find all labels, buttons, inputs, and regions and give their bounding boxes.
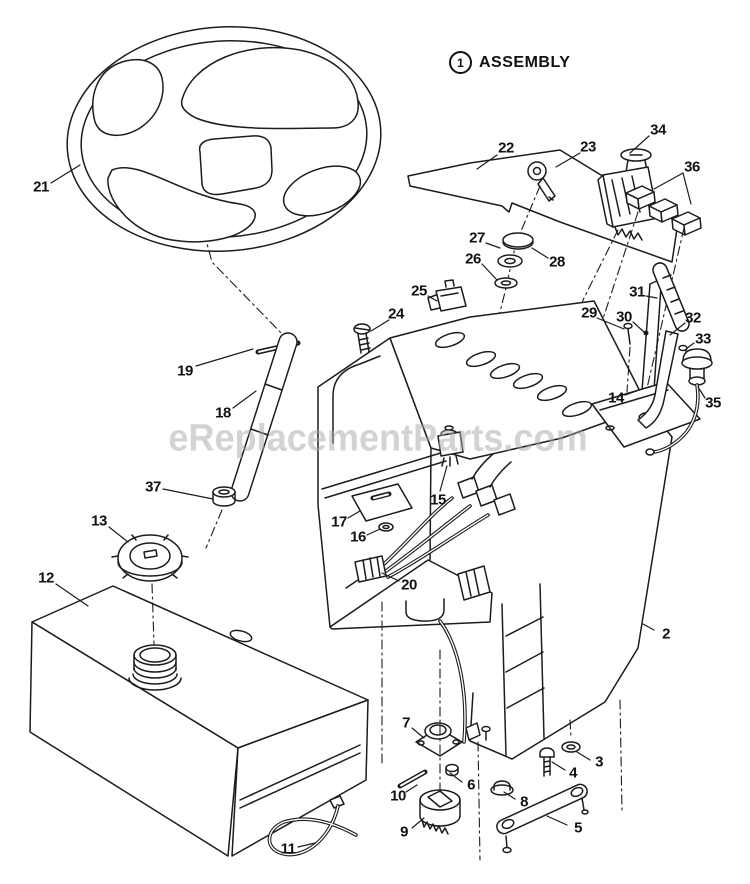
wiring-harness	[345, 453, 516, 601]
assembly-title-text: ASSEMBLY	[479, 53, 571, 71]
rocker-switches	[576, 185, 702, 415]
choke-cable	[645, 348, 713, 456]
roll-pin-10	[397, 769, 428, 789]
part-label-33: 33	[695, 330, 711, 348]
washer-3	[561, 719, 581, 753]
part-label-4: 4	[569, 764, 577, 782]
part-label-17: 17	[331, 513, 347, 531]
part-label-31: 31	[629, 283, 645, 301]
assembly-number-badge: 1	[449, 51, 472, 74]
part-label-21: 21	[33, 178, 49, 196]
part-label-16: 16	[350, 528, 366, 546]
part-label-26: 26	[465, 250, 481, 268]
washer-stack	[494, 232, 534, 289]
fuel-tank	[29, 585, 369, 857]
part-label-7: 7	[402, 714, 410, 732]
steering-column-axis	[198, 213, 287, 339]
part-label-9: 9	[400, 823, 408, 841]
flange-nut-8	[490, 780, 514, 796]
part-label-12: 12	[38, 569, 54, 587]
part-label-5: 5	[574, 819, 582, 837]
hex-nut-6	[445, 763, 459, 777]
interlock-module	[427, 279, 467, 312]
part-label-30: 30	[616, 308, 632, 326]
watermark: eReplacementParts.com	[168, 417, 588, 460]
part-label-10: 10	[390, 787, 406, 805]
part-label-35: 35	[705, 394, 721, 412]
fuel-cap	[111, 534, 189, 645]
dash-overlay-panel	[407, 149, 679, 263]
part-label-23: 23	[580, 138, 596, 156]
part-label-13: 13	[91, 512, 107, 530]
part-label-3: 3	[595, 753, 603, 771]
ignition-key	[479, 161, 556, 393]
part-label-22: 22	[498, 139, 514, 157]
part-label-25: 25	[411, 282, 427, 300]
switch-plate	[351, 483, 413, 532]
shaft-bushing	[205, 486, 236, 549]
part-label-2: 2	[662, 625, 670, 643]
part-label-29: 29	[581, 304, 597, 322]
part-label-6: 6	[467, 776, 475, 794]
part-label-24: 24	[388, 305, 404, 323]
steering-support-bushing	[415, 722, 463, 757]
fuel-line	[267, 795, 358, 857]
alignment-axes	[381, 601, 623, 861]
part-label-8: 8	[520, 793, 528, 811]
carriage-bolt-4	[539, 747, 555, 777]
part-label-20: 20	[401, 576, 417, 594]
part-label-28: 28	[549, 253, 565, 271]
part-label-36: 36	[684, 158, 700, 176]
part-label-32: 32	[685, 309, 701, 327]
steering-gear	[419, 789, 461, 835]
lever-bracket	[591, 262, 701, 448]
part-label-37: 37	[145, 478, 161, 496]
part-label-15: 15	[430, 491, 446, 509]
console-tower	[317, 300, 673, 760]
part-label-18: 18	[215, 404, 231, 422]
support-bar-5	[496, 783, 589, 854]
part-label-34: 34	[650, 121, 666, 139]
part-label-14: 14	[608, 389, 624, 407]
part-label-19: 19	[177, 362, 193, 380]
diagram-title: 1 ASSEMBLY	[449, 51, 570, 74]
part-label-11: 11	[280, 840, 296, 858]
steering-wheel	[66, 25, 382, 253]
leader-lines	[50, 135, 706, 848]
safety-switch	[437, 425, 464, 467]
part-label-27: 27	[469, 229, 485, 247]
mounting-screw	[353, 323, 371, 354]
